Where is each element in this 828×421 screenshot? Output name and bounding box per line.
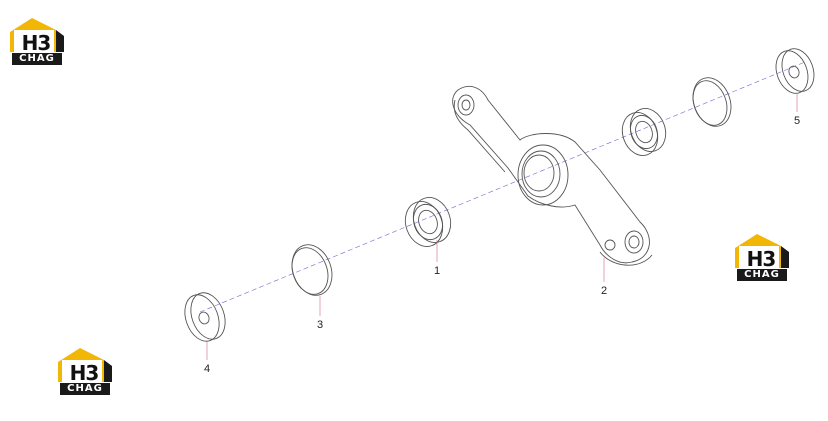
logo-brand: CHAG — [12, 53, 62, 65]
leader-lines — [206, 94, 798, 360]
logo-brand: CHAG — [737, 269, 787, 281]
logo-bottom-left: H3 CHAG — [56, 346, 114, 396]
logo-mark: H3 — [69, 361, 100, 385]
part-3-o-ring-rear — [692, 77, 732, 127]
callout-1: 1 — [434, 265, 440, 277]
assembly-axis — [199, 61, 806, 313]
part-2-rocker-arm — [452, 86, 653, 266]
part-5-washer — [775, 48, 815, 94]
logo-right: H3 CHAG — [733, 232, 791, 282]
callout-5: 5 — [794, 115, 800, 127]
callout-4: 4 — [204, 363, 210, 375]
logo-brand: CHAG — [60, 383, 110, 395]
part-3-o-ring — [291, 244, 333, 296]
logo-house-icon — [735, 234, 789, 268]
logo-house-icon — [58, 348, 112, 382]
callout-2: 2 — [601, 285, 607, 297]
part-4-washer — [184, 292, 226, 342]
part-1-bearing-rear — [621, 108, 667, 156]
part-1-bearing — [404, 197, 452, 247]
logo-mark: H3 — [746, 247, 777, 271]
logo-top-left: H3 CHAG — [8, 16, 66, 66]
callout-3: 3 — [317, 319, 323, 331]
logo-house-icon — [10, 18, 64, 52]
logo-mark: H3 — [21, 31, 52, 55]
